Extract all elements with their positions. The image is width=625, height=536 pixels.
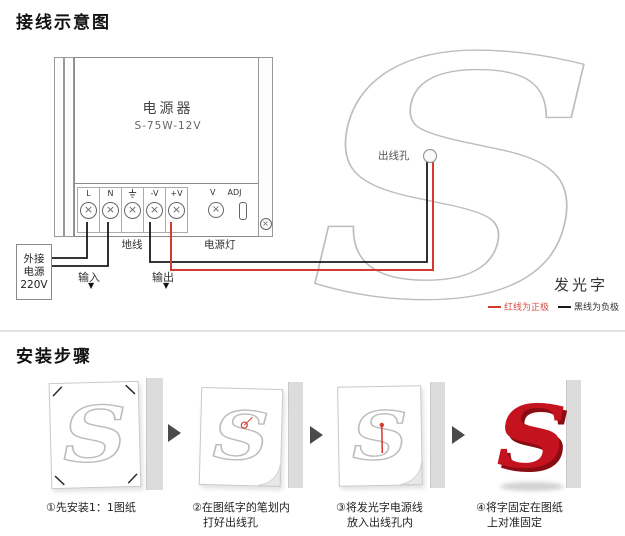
- step3-graphic: S: [350, 396, 423, 486]
- wiring-title: 接线示意图: [16, 13, 111, 33]
- luminous-sign-label: 发光字: [554, 276, 609, 294]
- steps-title: 安装步骤: [16, 347, 92, 367]
- step4-caption-line1: ④将字固定在图纸: [476, 501, 563, 514]
- step1-caption-line1: ①先安装1：1图纸: [46, 501, 136, 514]
- wire-entry-dot: [379, 422, 385, 428]
- aux-label-ADJ: ADJ: [227, 188, 242, 197]
- step4-caption-line2: 上对准固定: [487, 516, 542, 529]
- terminal-plusV: +V: [165, 187, 188, 233]
- paper-letter-outline: S: [212, 397, 270, 476]
- installation-steps-section: 安装步骤 S S S: [0, 332, 625, 536]
- terminal-N: N: [99, 187, 122, 233]
- next-step-arrow-icon: [452, 426, 465, 444]
- paper-letter-outline: S: [351, 397, 409, 476]
- psu-mounting-rail-left-inner: [64, 57, 74, 237]
- legend-black-text: 黑线为负极: [574, 303, 620, 313]
- next-step-arrow-icon: [168, 424, 181, 442]
- psu-mounting-rail-left-outer: [54, 57, 64, 237]
- step3-caption: ③将发光字电源线 放入出线孔内: [336, 500, 423, 530]
- terminal-label-plusV: +V: [170, 189, 183, 198]
- step4-red-letter: S: [496, 387, 568, 488]
- screw-terminal-icon: [146, 202, 163, 219]
- legend-red-wire: 红线为正极: [488, 300, 549, 313]
- terminal-L: L: [77, 187, 100, 233]
- legend-red-text: 红线为正极: [504, 303, 550, 313]
- aux-label-V: V: [210, 188, 216, 197]
- adjust-potentiometer-icon: [239, 202, 247, 220]
- page-curl: [399, 462, 423, 486]
- panel-edge-strip: [288, 382, 303, 488]
- step1-caption: ①先安装1：1图纸: [46, 500, 136, 515]
- power-supply-unit: 电源器 S-75W-12V L N: [74, 57, 262, 237]
- psu-aux-area: V ADJ: [205, 188, 265, 234]
- down-arrow-icon: ▼: [88, 281, 95, 290]
- down-arrow-icon: ▼: [163, 281, 170, 290]
- psu-mounting-rail-right: [258, 57, 273, 237]
- panel-edge-strip: [566, 380, 581, 488]
- input-label: 输入: [78, 271, 100, 284]
- next-step-arrow-icon: [310, 426, 323, 444]
- terminal-label-L: L: [86, 189, 91, 198]
- page-curl: [257, 463, 281, 487]
- outlet-hole-label: 出线孔: [378, 150, 410, 162]
- step3-caption-line1: ③将发光字电源线: [336, 501, 423, 514]
- step2-caption: ②在图纸字的笔划内 打好出线孔: [192, 500, 290, 530]
- wire-color-legend: 红线为正极 黑线为负极: [488, 300, 619, 313]
- terminal-minusV: -V: [143, 187, 166, 233]
- letter-drop-shadow: [500, 482, 564, 491]
- screw-terminal-icon: [124, 202, 141, 219]
- paper-letter-outline: S: [61, 389, 128, 480]
- psu-name: 电源器: [142, 101, 194, 117]
- black-wire-swatch: [558, 305, 572, 308]
- terminal-label-N: N: [107, 189, 114, 198]
- ext-power-line2: 电源: [23, 265, 45, 278]
- hole-pointer-mark: [243, 416, 253, 426]
- power-lamp-icon: [208, 202, 224, 218]
- aux-labels: V ADJ: [205, 188, 265, 197]
- terminal-row: L N: [77, 187, 188, 233]
- panel-edge-strip: [430, 382, 445, 488]
- screw-icon: [259, 218, 272, 230]
- screw-terminal-icon: [168, 202, 185, 219]
- step2-drawing-paper: S: [198, 386, 284, 488]
- terminal-ground: [121, 187, 144, 233]
- psu-model: S-75W-12V: [134, 120, 202, 132]
- panel-edge-strip: [146, 378, 163, 490]
- ext-power-line1: 外接: [23, 252, 45, 265]
- output-label: 输出: [152, 271, 174, 284]
- step4-caption: ④将字固定在图纸 上对准固定: [476, 500, 563, 530]
- terminal-label-minusV: -V: [150, 189, 159, 198]
- step2-caption-line2: 打好出线孔: [203, 516, 258, 529]
- wiring-diagram-section: 接线示意图 电源器 S-75W-12V L N: [0, 0, 625, 332]
- outlet-hole: [422, 148, 438, 164]
- screw-terminal-icon: [80, 202, 97, 219]
- step1-drawing-paper: S: [48, 380, 142, 490]
- external-power-box: 外接 电源 220V: [16, 244, 52, 300]
- psu-terminal-strip: L N: [75, 183, 261, 236]
- step2-graphic: S: [211, 396, 281, 487]
- ground-symbol-icon: [127, 188, 138, 199]
- step2-caption-line1: ②在图纸字的笔划内: [192, 501, 290, 514]
- ext-power-line3: 220V: [20, 278, 48, 291]
- ground-wire-label: 地线: [121, 239, 143, 251]
- step1-graphic: S: [52, 384, 138, 486]
- red-wire-swatch: [488, 305, 501, 308]
- legend-black-wire: 黑线为负极: [558, 300, 619, 313]
- step3-caption-line2: 放入出线孔内: [347, 516, 413, 529]
- step3-drawing-paper: S: [337, 385, 423, 487]
- screw-terminal-icon: [102, 202, 119, 219]
- power-lamp-label: 电源灯: [204, 239, 236, 251]
